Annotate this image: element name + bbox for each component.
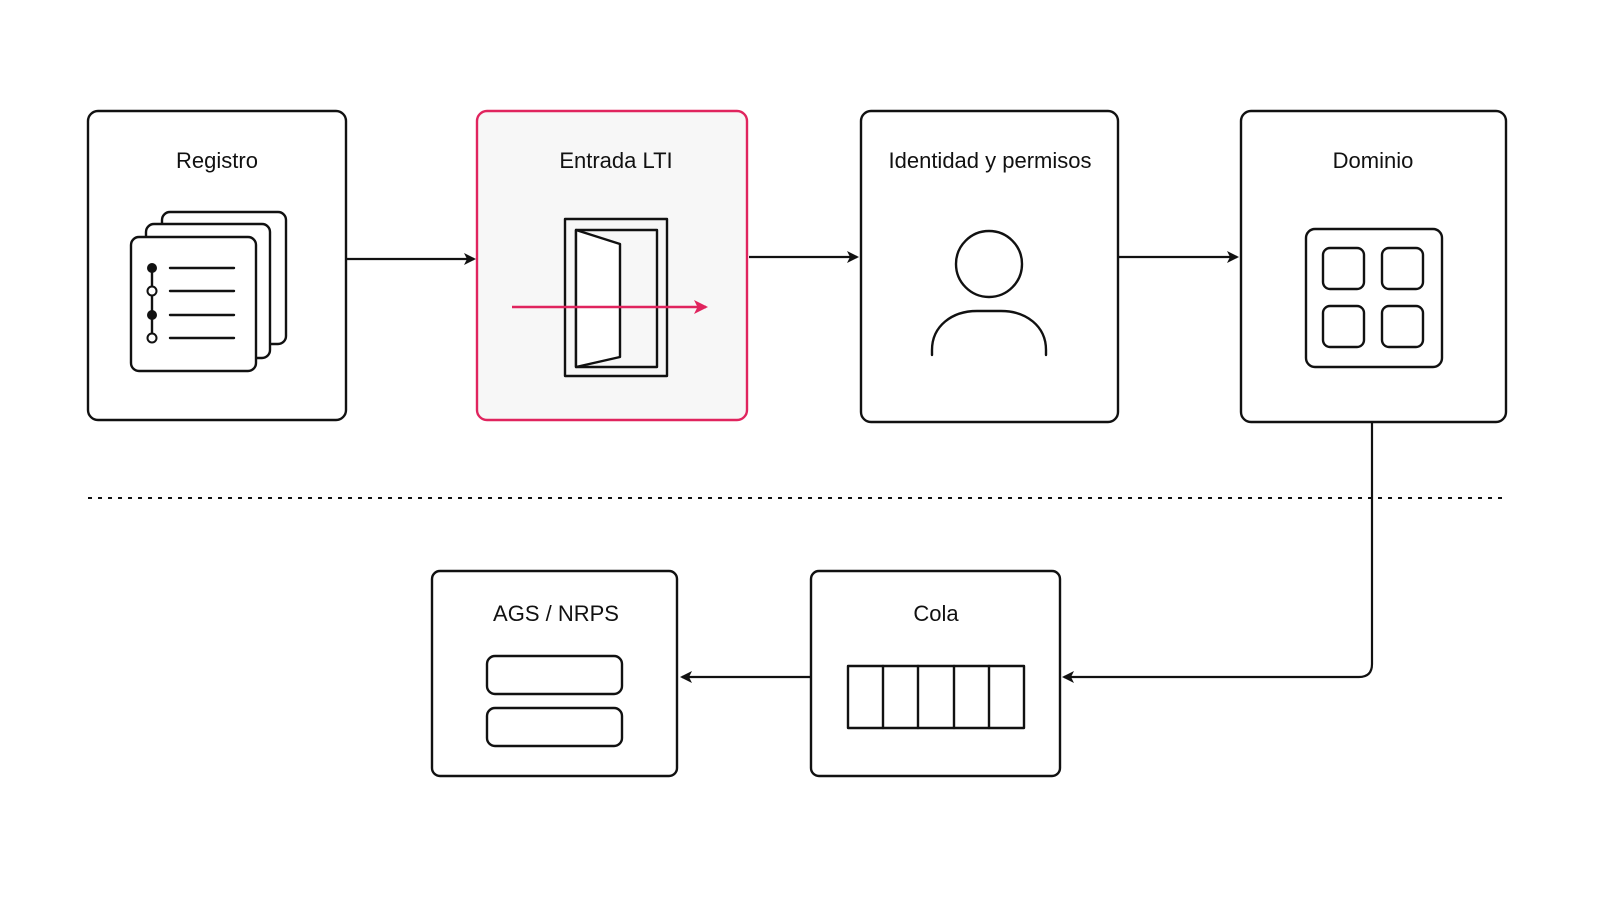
cola-title: Cola [913,601,959,626]
stacked-list-icon [129,210,288,373]
stacked-bars-icon [485,654,624,748]
dominio-title: Dominio [1333,148,1414,173]
edges [347,251,1374,683]
identidad-title: Identidad y permisos [889,148,1092,173]
user-icon [930,229,1048,357]
ags-nrps-title: AGS / NRPS [493,601,619,626]
grid-icon [1304,227,1444,369]
registro-title: Registro [176,148,258,173]
ags-nrps-box [430,569,679,778]
node-registro: Registro [86,109,348,422]
node-identidad: Identidad y permisos [859,109,1120,424]
dominio-box [1239,109,1508,424]
node-dominio: Dominio [1239,109,1508,424]
node-cola: Cola [809,569,1062,778]
node-ags-nrps: AGS / NRPS [430,569,679,778]
queue-icon [846,664,1026,730]
edge-dominio-cola [1062,423,1374,683]
entrada-lti-title: Entrada LTI [559,148,672,173]
node-entrada-lti: Entrada LTI [475,109,749,422]
cola-box [809,569,1062,778]
door-entry-icon [512,217,708,378]
identidad-box [859,109,1120,424]
